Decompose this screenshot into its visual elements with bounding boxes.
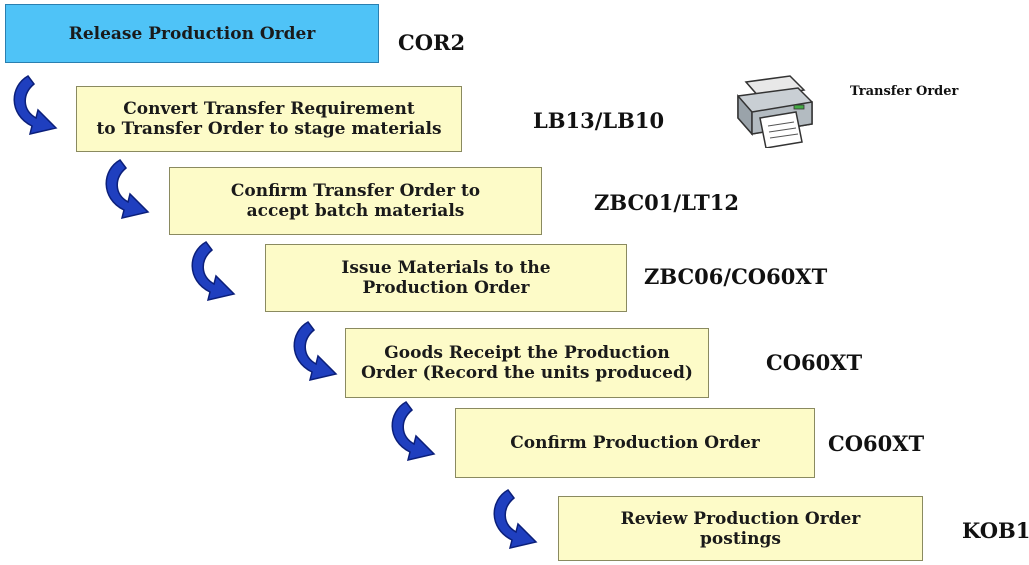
tcode-zbc06-co60xt: ZBC06/CO60XT	[644, 264, 828, 289]
curved-arrow-icon	[391, 401, 436, 462]
curved-arrow-icon	[13, 75, 58, 136]
curved-arrow-icon	[293, 321, 338, 382]
step-box-release-production-order: Release Production Order	[5, 4, 379, 63]
printer-label: Transfer Order	[850, 84, 959, 99]
step-label: Release Production Order	[68, 23, 316, 44]
tcode-co60xt-goods-receipt: CO60XT	[766, 350, 863, 375]
step-box-confirm-production-order: Confirm Production Order	[455, 408, 815, 478]
tcode-zbc01-lt12: ZBC01/LT12	[594, 190, 739, 215]
printer-icon	[737, 75, 813, 148]
tcode-co60xt-confirm: CO60XT	[828, 431, 925, 456]
tcode-lb13-lb10: LB13/LB10	[533, 108, 665, 133]
tcode-kob1: KOB1	[962, 518, 1029, 543]
tcode-cor2: COR2	[398, 30, 466, 55]
curved-arrow-icon	[105, 159, 150, 220]
step-label: Confirm Production Order	[510, 433, 760, 453]
curved-arrow-icon	[191, 241, 236, 302]
curved-arrow-icon	[493, 489, 538, 550]
